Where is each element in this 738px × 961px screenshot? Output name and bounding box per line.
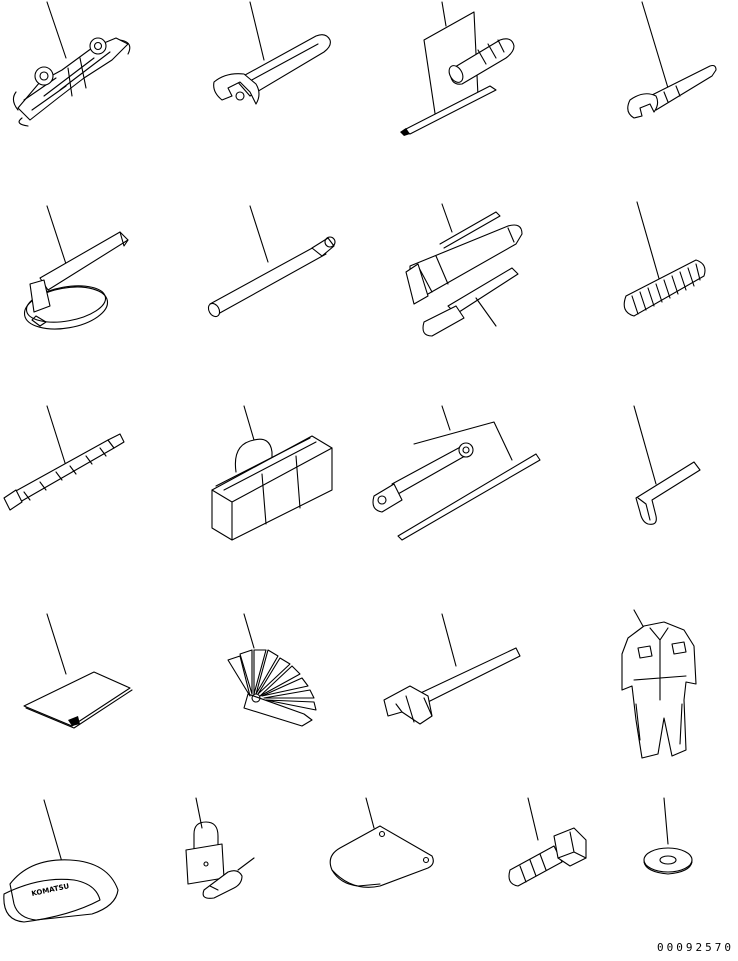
cover-plate-icon [329, 797, 434, 888]
bolt-icon [508, 797, 587, 887]
hex-key-icon [633, 405, 701, 525]
padlock-icon [185, 797, 255, 899]
grease-gun-icon [405, 203, 523, 337]
spring-icon [623, 201, 706, 317]
adjustable-wrench-icon [213, 1, 331, 105]
cap-icon: KOMATSU [3, 799, 119, 923]
hammer-icon [383, 613, 521, 725]
tool-bag-icon [211, 405, 333, 541]
open-end-wrench-icon [627, 1, 717, 119]
wrench-set-icon [12, 1, 131, 127]
socket-wrench-set-icon [372, 405, 541, 541]
drawing-number: 00092570 [657, 941, 734, 954]
washer-icon [643, 797, 693, 875]
bar-icon [207, 205, 336, 318]
feeler-gauge-icon [227, 613, 317, 727]
coverall-icon [621, 609, 697, 759]
hose-icon [3, 405, 125, 511]
screwdriver-set-icon [400, 1, 515, 136]
manual-icon [23, 613, 133, 729]
filter-wrench-icon [23, 205, 129, 330]
